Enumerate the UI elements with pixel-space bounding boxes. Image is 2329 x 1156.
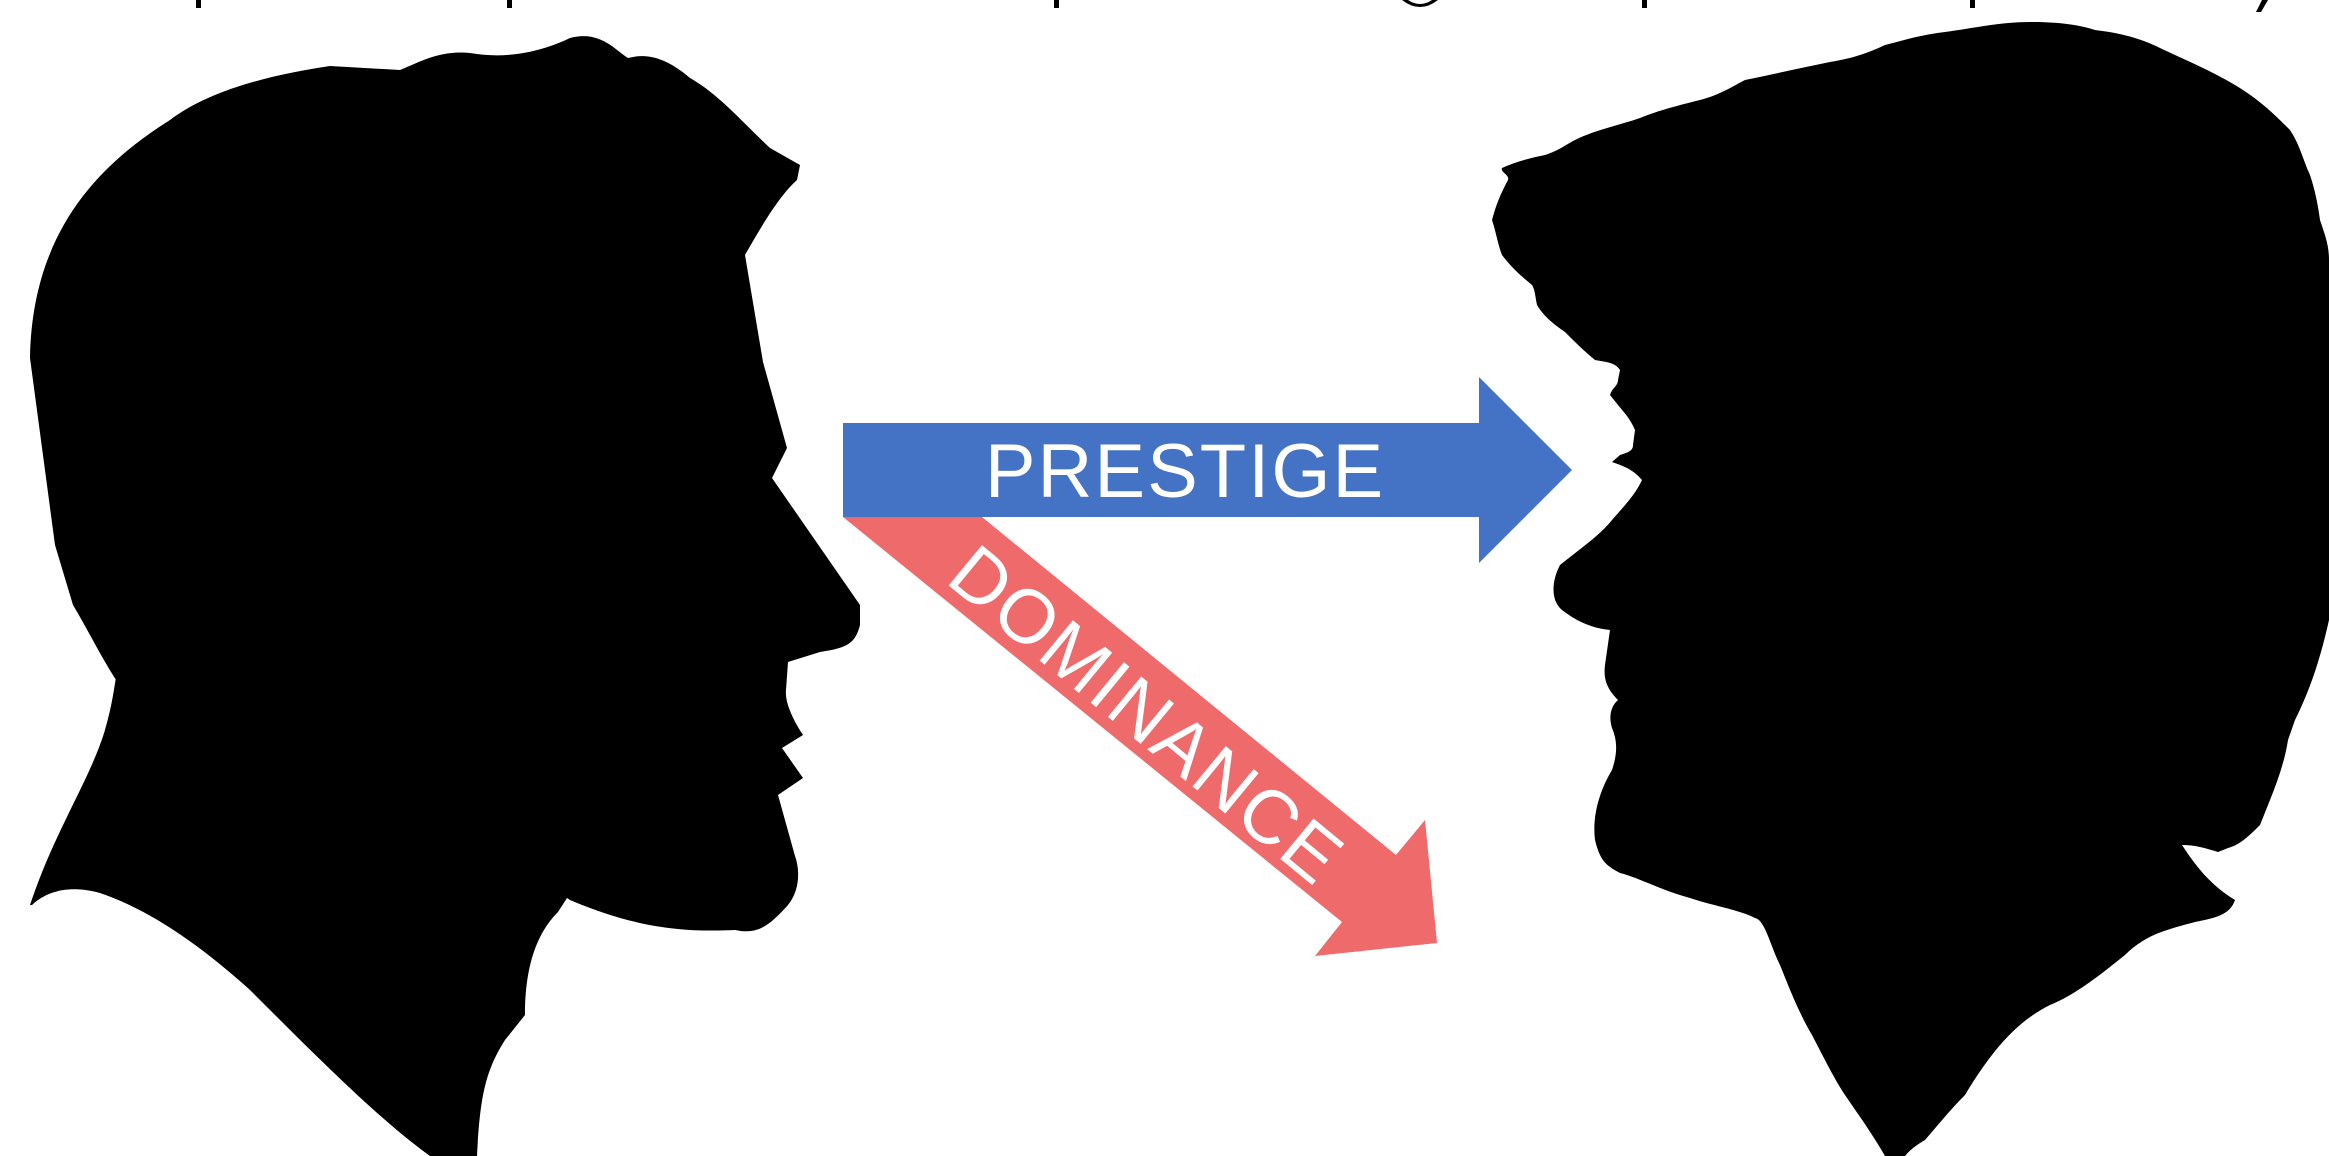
- dominance-arrow: [843, 517, 1437, 956]
- dominance-label: DOMINANCE: [933, 529, 1359, 901]
- prestige-label: PRESTIGE: [985, 429, 1385, 514]
- left-head-silhouette: [30, 36, 860, 1156]
- prestige-arrow: [843, 377, 1572, 563]
- right-head-silhouette: [1492, 22, 2329, 1156]
- cropped-top-text: [196, 0, 2268, 12]
